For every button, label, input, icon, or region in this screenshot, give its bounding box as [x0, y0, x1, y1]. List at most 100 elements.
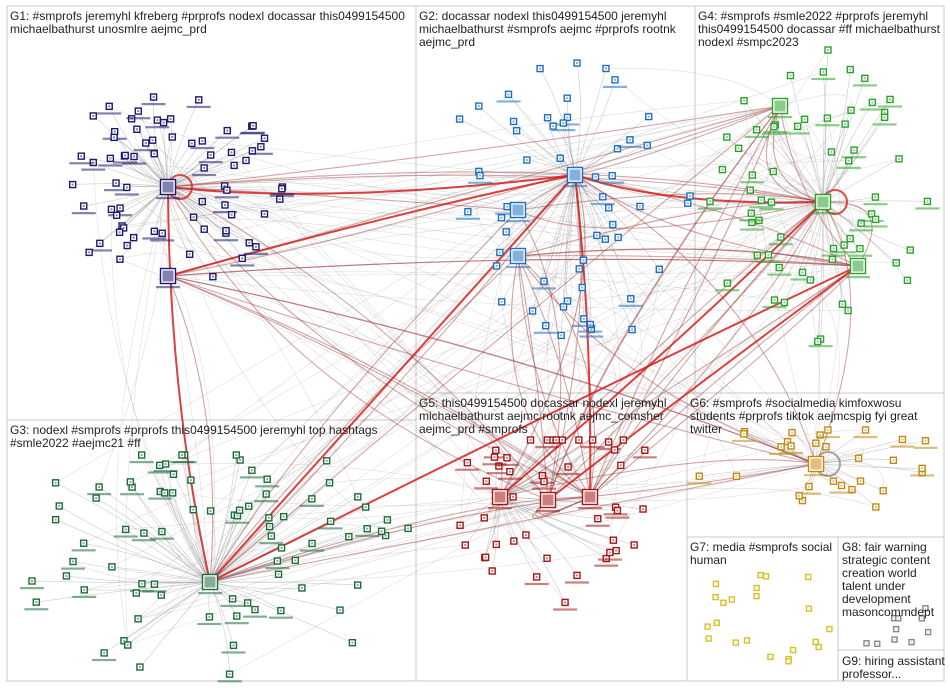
- node-fill: [798, 494, 801, 497]
- edge: [589, 486, 810, 501]
- node-fill: [153, 230, 156, 233]
- edge: [209, 544, 466, 583]
- node-fill: [263, 212, 266, 215]
- node-fill: [485, 480, 488, 483]
- node-fill: [512, 204, 524, 216]
- node-fill: [280, 546, 283, 549]
- node-fill: [611, 174, 614, 177]
- node-fill: [721, 168, 724, 171]
- node-fill: [546, 439, 549, 441]
- node-fill: [780, 445, 783, 448]
- node-label-mark: [811, 212, 835, 215]
- node-fill: [124, 528, 127, 531]
- node-fill: [708, 638, 710, 640]
- edge: [478, 171, 576, 176]
- edge: [242, 201, 824, 259]
- edge: [547, 265, 859, 501]
- edge: [125, 186, 169, 646]
- node-fill: [698, 475, 701, 478]
- node-fill: [847, 159, 850, 162]
- node-label-mark: [563, 185, 587, 188]
- node-fill: [159, 490, 162, 493]
- edge: [190, 265, 859, 481]
- node-fill: [815, 641, 817, 643]
- node-label-mark: [488, 507, 512, 510]
- edge: [517, 201, 824, 229]
- node-label-mark: [198, 592, 222, 595]
- edge: [172, 492, 211, 583]
- node-fill: [356, 584, 359, 587]
- edge: [167, 275, 531, 441]
- node-label-mark: [97, 112, 122, 115]
- node-fill: [495, 543, 498, 546]
- node-fill: [853, 149, 856, 152]
- node-label-mark: [763, 130, 788, 134]
- edge: [822, 78, 866, 203]
- node-fill: [844, 123, 847, 126]
- node-fill: [209, 509, 212, 512]
- group-label-g6: G6: #smprofs #socialmedia kimfoxwosu stu…: [690, 396, 918, 436]
- node-fill: [658, 268, 661, 271]
- edge: [699, 105, 781, 477]
- edge: [139, 581, 211, 668]
- node-label-mark: [571, 324, 596, 327]
- node-fill: [927, 631, 929, 633]
- edge: [779, 105, 859, 267]
- node-fill: [169, 117, 172, 120]
- node-fill: [113, 136, 116, 139]
- node-fill: [840, 484, 843, 487]
- node-fill: [773, 299, 776, 302]
- edge: [517, 209, 562, 501]
- node-fill: [772, 170, 775, 173]
- node-fill: [828, 628, 830, 630]
- edge: [167, 174, 824, 203]
- edge: [167, 186, 359, 497]
- node-fill: [512, 540, 515, 543]
- node-label-mark: [156, 286, 180, 289]
- node-label-mark: [215, 136, 240, 139]
- node-fill: [466, 210, 469, 213]
- edge: [508, 94, 576, 176]
- node-fill: [584, 491, 596, 503]
- node-label-mark: [486, 472, 511, 475]
- node-fill: [906, 279, 909, 282]
- node-fill: [82, 205, 85, 208]
- node-fill: [889, 98, 892, 101]
- node-label-mark: [565, 581, 590, 584]
- node-fill: [497, 465, 500, 468]
- node-fill: [118, 258, 121, 261]
- node-fill: [233, 164, 236, 167]
- node-fill: [779, 236, 782, 239]
- node-fill: [735, 475, 738, 478]
- edge: [226, 189, 817, 465]
- node-label-mark: [756, 260, 781, 263]
- edge: [499, 496, 578, 576]
- node-fill: [228, 673, 231, 676]
- node-label-mark: [259, 542, 284, 545]
- node-fill: [789, 74, 792, 77]
- node-fill: [539, 67, 542, 70]
- edge: [167, 186, 211, 583]
- node-fill: [124, 154, 127, 157]
- node-fill: [311, 542, 314, 545]
- edge: [167, 150, 253, 188]
- node-fill: [160, 594, 163, 597]
- node-fill: [808, 608, 810, 610]
- node-label-mark: [129, 461, 154, 464]
- edge: [547, 110, 852, 501]
- edge: [209, 543, 313, 583]
- node-fill: [115, 214, 118, 217]
- node-fill: [774, 100, 786, 112]
- node-fill: [569, 169, 581, 181]
- node-fill: [809, 278, 812, 281]
- edge: [167, 160, 849, 188]
- node-label-mark: [87, 249, 112, 252]
- node-fill: [847, 309, 850, 312]
- node-label-mark: [150, 239, 175, 242]
- node-fill: [858, 247, 861, 250]
- node-fill: [162, 270, 174, 282]
- edge: [574, 174, 691, 197]
- node-fill: [898, 157, 901, 160]
- node-fill: [190, 142, 193, 145]
- edge: [543, 265, 859, 482]
